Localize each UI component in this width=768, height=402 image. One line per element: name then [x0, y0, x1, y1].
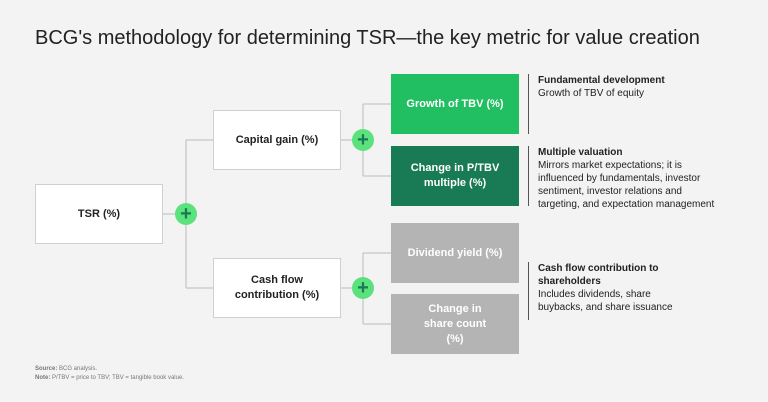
capital-gain-node: Capital gain (%)	[213, 110, 341, 170]
page-title: BCG's methodology for determining TSR—th…	[35, 27, 700, 49]
description-cash-flow: Cash flow contribution to shareholders I…	[528, 262, 678, 320]
description-title: Cash flow contribution to shareholders	[538, 263, 659, 287]
source-note: Source: BCG analysis.	[35, 366, 97, 372]
cash-flow-node: Cash flow contribution (%)	[213, 258, 341, 318]
description-text: Growth of TBV of equity	[538, 88, 644, 99]
description-multiple: Multiple valuation Mirrors market expect…	[528, 146, 718, 210]
description-title: Multiple valuation	[538, 147, 623, 158]
source-label: Source:	[35, 366, 58, 372]
description-text: Mirrors market expectations; it is influ…	[538, 160, 715, 210]
growth-tbv-node: Growth of TBV (%)	[391, 74, 519, 134]
change-ptbv-node: Change in P/TBV multiple (%)	[391, 146, 519, 206]
plus-icon: +	[175, 203, 197, 225]
plus-icon: +	[352, 277, 374, 299]
description-title: Fundamental development	[538, 75, 665, 86]
plus-icon: +	[352, 129, 374, 151]
note-label: Note:	[35, 375, 51, 381]
source-text: BCG analysis.	[59, 366, 98, 372]
tsr-node: TSR (%)	[35, 184, 163, 244]
dividend-yield-node: Dividend yield (%)	[391, 223, 519, 283]
note-text: P/TBV = price to TBV; TBV = tangible boo…	[52, 375, 184, 381]
share-count-node: Change in share count (%)	[391, 294, 519, 354]
footnote: Note: P/TBV = price to TBV; TBV = tangib…	[35, 375, 184, 381]
description-text: Includes dividends, share buybacks, and …	[538, 289, 673, 313]
description-fundamental: Fundamental development Growth of TBV of…	[528, 74, 758, 134]
